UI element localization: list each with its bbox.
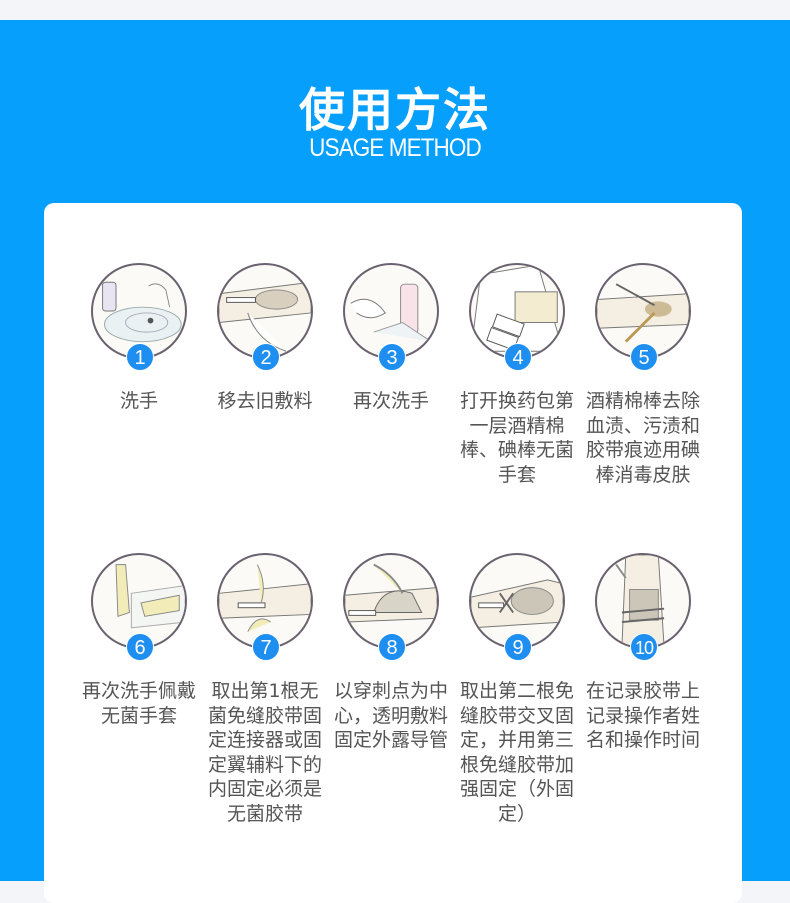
cross-tape-icon xyxy=(469,553,565,649)
step-label: 取出第二根免缝胶带交叉固定，并用第三根免缝胶带加强固定（外固定） xyxy=(459,680,574,825)
step-label: 以穿刺点为中心，透明敷料固定外露导管 xyxy=(333,680,448,751)
step-number-badge: 2 xyxy=(252,343,280,371)
hand-washing-icon xyxy=(91,263,187,359)
step-number-badge: 4 xyxy=(504,343,532,371)
remove-dressing-icon xyxy=(217,263,313,359)
disinfect-skin-icon xyxy=(595,263,691,359)
page-subtitle: USAGE METHOD xyxy=(309,134,482,162)
step-number-badge: 3 xyxy=(378,343,406,371)
step-label: 在记录胶带上记录操作者姓名和操作时间 xyxy=(585,680,700,751)
step-number-badge: 8 xyxy=(378,633,406,661)
step-number-badge: 9 xyxy=(504,633,532,661)
page-title: 使用方法 xyxy=(299,83,491,137)
step-label: 洗手 xyxy=(119,390,158,412)
step-number-badge: 10 xyxy=(630,633,658,661)
steps-card: 1 洗手 2 移去旧敷料 3 再次洗手 4 打开换药包第一层酒精棉棒、碘棒无菌手… xyxy=(44,203,742,903)
step-label: 酒精棉棒去除血渍、污渍和胶带痕迹用碘棒消毒皮肤 xyxy=(585,390,700,486)
step-label: 移去旧敷料 xyxy=(217,390,313,412)
step-number-badge: 5 xyxy=(630,343,658,371)
step-number-badge: 6 xyxy=(126,633,154,661)
record-tape-icon xyxy=(595,553,691,649)
step-label: 再次洗手 xyxy=(352,390,429,412)
step-label: 打开换药包第一层酒精棉棒、碘棒无菌手套 xyxy=(459,390,574,486)
step-number-badge: 1 xyxy=(126,343,154,371)
step-label: 取出第1根无菌免缝胶带固定连接器或固定翼辅料下的内固定必须是无菌胶带 xyxy=(207,680,322,825)
step-number-badge: 7 xyxy=(252,633,280,661)
step-label: 再次洗手佩戴无菌手套 xyxy=(81,680,196,727)
